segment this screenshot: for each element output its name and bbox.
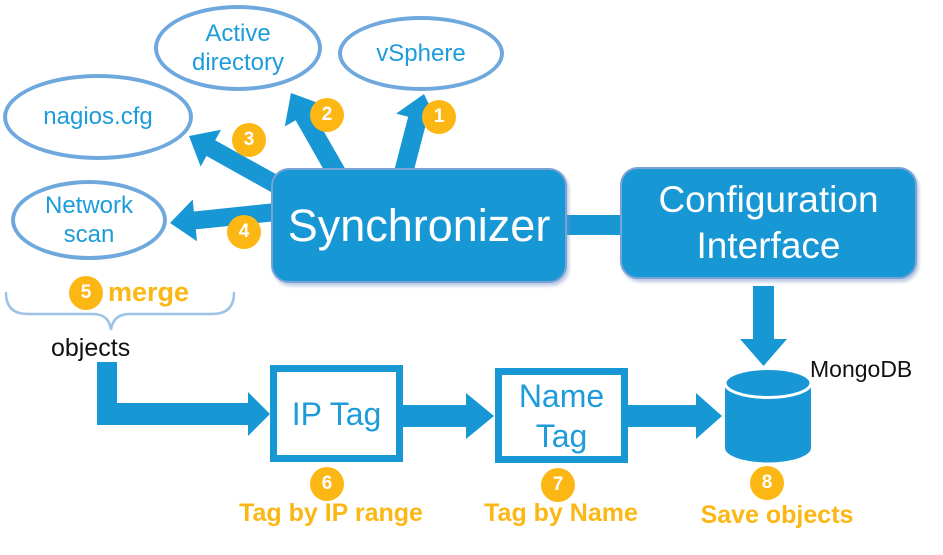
step-badge-6-number: 6 [321,473,333,494]
caption-tag-by-name: Tag by Name [484,499,638,527]
caption-tag-by-ip-range: Tag by IP range [239,499,423,527]
arrow-iptag-to-nametag [403,393,494,439]
node-active-directory: Active directory [154,5,322,91]
step-badge-7-number: 7 [552,474,564,495]
arrow-sync-to-active-directory [284,93,353,191]
mongodb-cylinder-body [725,383,811,463]
step-badge-2: 2 [310,98,344,132]
step-badge-1: 1 [422,100,456,134]
node-name-tag-label: Name Tag [518,377,605,454]
node-synchronizer: Synchronizer [271,168,567,283]
node-nagios-cfg-label: nagios.cfg [43,103,153,131]
node-ip-tag-label: IP Tag [291,395,382,432]
merge-label: merge [108,277,190,307]
node-nagios-cfg: nagios.cfg [3,74,193,160]
step-badge-4-number: 4 [238,221,250,242]
step-badge-1-number: 1 [433,106,445,127]
node-vsphere: vSphere [338,16,504,91]
arrow-objects-to-iptag [97,362,270,436]
step-badge-4: 4 [227,215,261,249]
node-ip-tag: IP Tag [270,365,403,462]
node-synchronizer-label: Synchronizer [287,199,551,251]
node-vsphere-label: vSphere [376,39,466,67]
mongodb-cylinder-cap [723,367,813,399]
node-configuration-interface: Configuration Interface [620,167,917,279]
step-badge-3-number: 3 [243,129,255,150]
step-badge-6: 6 [310,467,344,501]
node-active-directory-label: Active directory [191,19,285,76]
arrow-config-to-mongodb [740,286,787,366]
step-badge-5: 5 [69,276,103,310]
step-badge-2-number: 2 [321,104,333,125]
node-network-scan: Network scan [11,180,167,260]
step-badge-3: 3 [232,123,266,157]
node-name-tag: Name Tag [495,368,628,463]
arrow-sync-to-network-scan [170,199,287,242]
mongodb-label: MongoDB [810,356,913,382]
arrow-nametag-to-mongodb [628,393,722,439]
merge-brace [4,291,236,331]
caption-save-objects: Save objects [700,501,854,529]
step-badge-7: 7 [541,468,575,502]
step-badge-5-number: 5 [80,282,92,303]
step-badge-8-number: 8 [761,472,773,493]
node-configuration-interface-label: Configuration Interface [658,178,879,266]
step-badge-8: 8 [750,466,784,500]
objects-label: objects [51,334,131,362]
connector-synchronizer-config [563,215,623,235]
node-network-scan-label: Network scan [44,191,134,248]
